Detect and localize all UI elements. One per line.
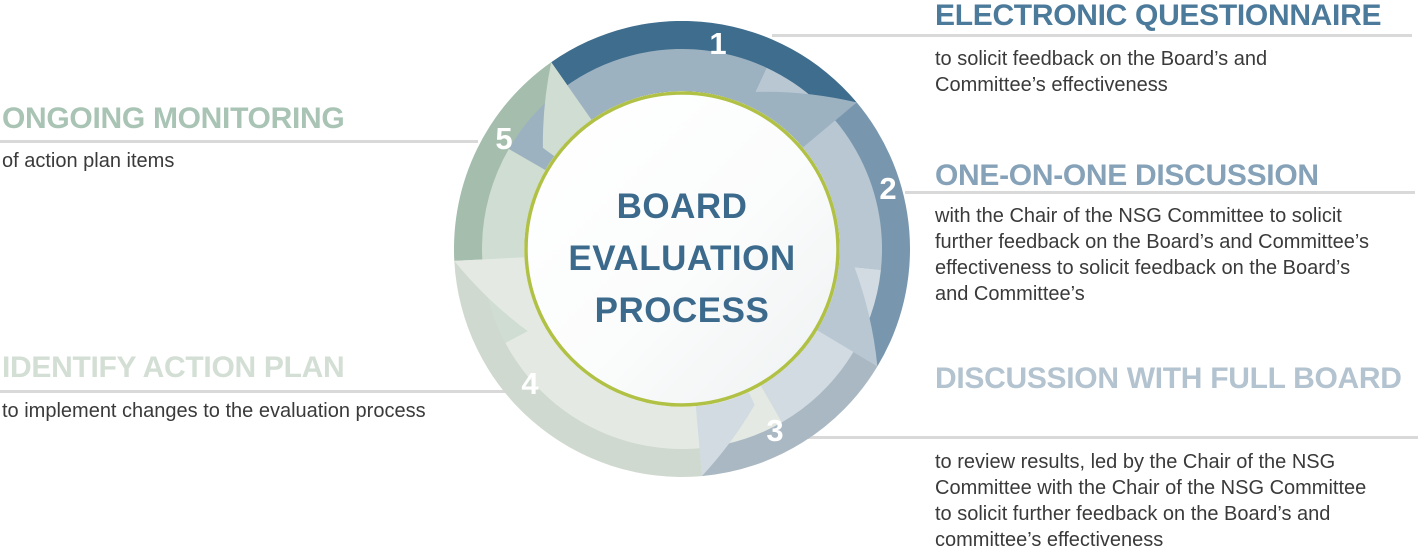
step-2-heading: ONE-ON-ONE DISCUSSION bbox=[935, 159, 1319, 192]
leader-line-step-4 bbox=[0, 390, 509, 393]
step-4-body: to implement changes to the evaluation p… bbox=[2, 400, 426, 422]
step-3-body: to review results, led by the Chair of t… bbox=[935, 451, 1367, 551]
step-1-heading: ELECTRONIC QUESTIONNAIRE bbox=[935, 0, 1382, 32]
center-circle bbox=[524, 91, 840, 407]
step-5-heading: ONGOING MONITORING bbox=[2, 102, 345, 135]
center-title: BOARD EVALUATION PROCESS bbox=[568, 187, 796, 330]
step-3-heading: DISCUSSION WITH FULL BOARD bbox=[935, 362, 1402, 395]
segment-2-number: 2 bbox=[879, 171, 896, 206]
step-4-heading: IDENTIFY ACTION PLAN bbox=[2, 351, 345, 384]
segment-2-rim-wedge bbox=[817, 262, 878, 367]
segment-5-number: 5 bbox=[495, 121, 512, 156]
leader-line-step-5 bbox=[0, 140, 478, 143]
step-1-body: to solicit feedback on the Board’s and C… bbox=[935, 48, 1268, 96]
process-cycle-graphic: 1 2 3 4 5 bbox=[454, 21, 910, 477]
segment-4-rim-wedge bbox=[454, 257, 546, 335]
step-2-body: with the Chair of the NSG Committee to s… bbox=[935, 205, 1369, 305]
segment-4-number: 4 bbox=[521, 366, 539, 401]
segment-3-number: 3 bbox=[766, 413, 783, 448]
segment-5-rim-wedge bbox=[542, 62, 592, 157]
leader-line-step-2 bbox=[905, 191, 1415, 194]
segment-1-rim-wedge bbox=[746, 91, 857, 148]
segment-1-number: 1 bbox=[709, 26, 726, 61]
leader-line-step-1 bbox=[772, 34, 1412, 37]
step-5-body: of action plan items bbox=[2, 150, 175, 172]
segment-1-inner-band bbox=[508, 48, 767, 170]
leader-line-step-3 bbox=[806, 436, 1418, 439]
segment-3-rim-wedge bbox=[695, 392, 755, 477]
